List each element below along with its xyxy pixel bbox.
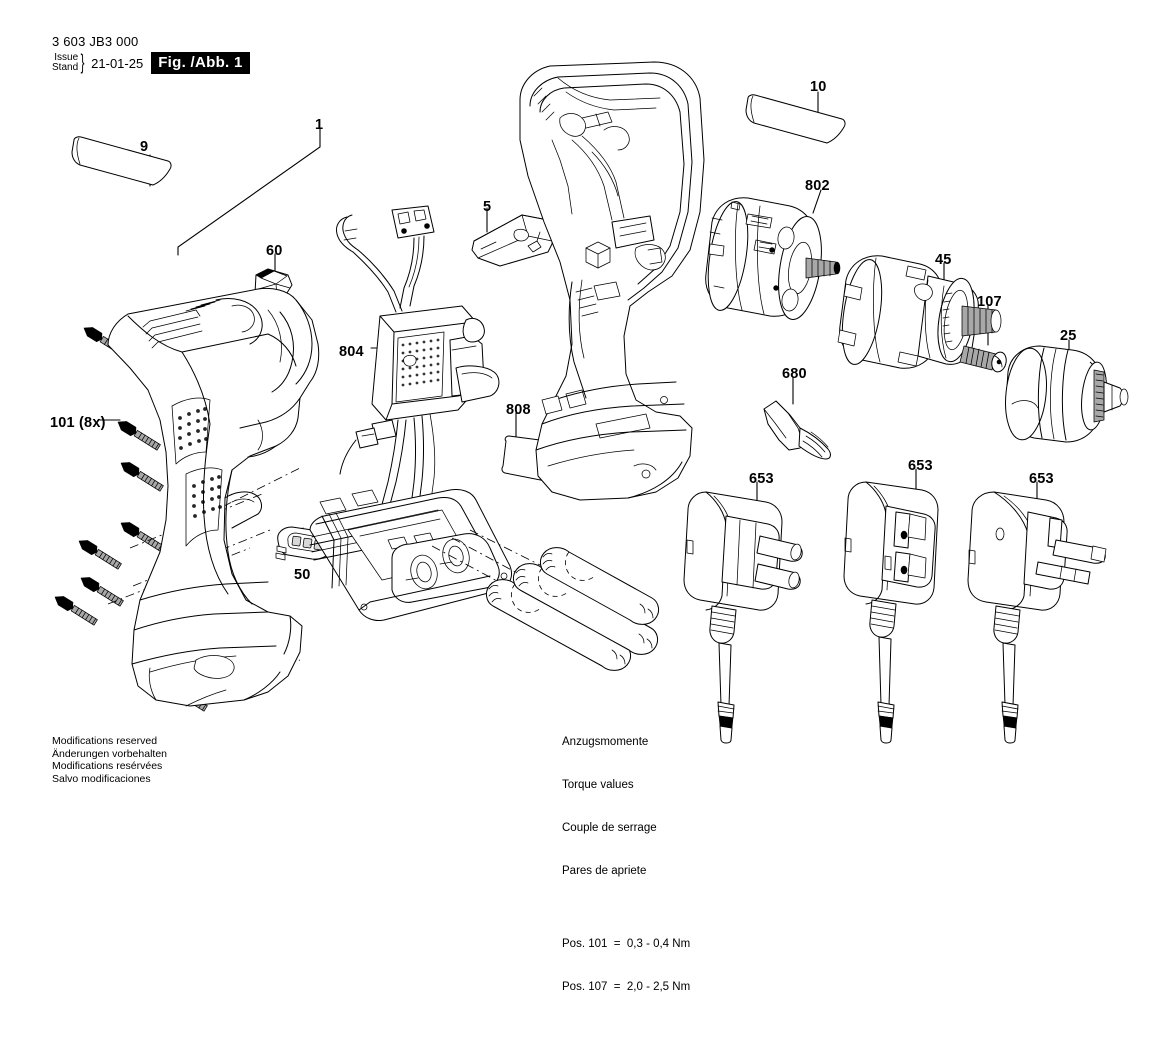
battery-pack-base — [310, 489, 512, 620]
label-1: 1 — [315, 117, 324, 133]
label-808: 808 — [506, 402, 531, 418]
issue-stand-labels: Issue Stand — [52, 51, 79, 74]
exploded-view-artwork — [0, 0, 1169, 826]
issue-label: Issue — [54, 51, 79, 63]
part-680-screwdriver-bit — [764, 401, 830, 459]
figure-badge: Fig. /Abb. 1 — [151, 52, 250, 74]
part-9-nameplate-strip — [72, 137, 171, 185]
part-107-chuck-screw — [960, 346, 1008, 373]
label-25: 25 — [1060, 328, 1077, 344]
label-802: 802 — [805, 178, 830, 194]
label-45: 45 — [935, 252, 952, 268]
title-block: 3 603 JB3 000 Issue Stand } 21-01-25 Fig… — [52, 34, 250, 74]
part-802-dc-motor — [702, 198, 840, 323]
diagram-sheet: 3 603 JB3 000 Issue Stand } 21-01-25 Fig… — [0, 0, 1169, 993]
torque-heading-en: Torque values — [562, 779, 634, 792]
torque-row-101: Pos. 101 = 0,3 - 0,4 Nm — [562, 937, 691, 950]
part-804-electronics-module — [336, 206, 498, 514]
battery-cells — [432, 530, 659, 670]
revision-date: 21-01-25 — [91, 55, 144, 71]
part-653-charger-us — [844, 482, 938, 743]
label-5: 5 — [483, 199, 492, 215]
torque-heading-es: Pares de apriete — [562, 865, 647, 878]
label-101: 101 (8x) — [50, 415, 106, 431]
part-5-direction-switch — [472, 215, 554, 266]
part-653-charger-eu — [684, 492, 803, 743]
label-10: 10 — [810, 79, 827, 95]
label-50: 50 — [294, 567, 311, 583]
label-804: 804 — [339, 344, 364, 360]
part-number: 3 603 JB3 000 — [52, 34, 139, 49]
label-653-eu: 653 — [749, 471, 774, 487]
brace-glyph: } — [80, 51, 85, 74]
part-25-drill-chuck — [1001, 346, 1128, 442]
torque-heading-de: Anzugsmomente — [562, 735, 649, 748]
stand-label: Stand — [52, 62, 79, 73]
label-653-uk: 653 — [1029, 471, 1054, 487]
housing-half-shell-right-inner — [520, 62, 704, 500]
modifications-notice: Modifications reserved Änderungen vorbeh… — [52, 735, 168, 785]
part-10-nameplate-strip — [746, 95, 845, 143]
part-653-charger-uk — [968, 492, 1106, 743]
label-107: 107 — [977, 294, 1002, 310]
label-60: 60 — [266, 243, 283, 259]
label-9: 9 — [140, 139, 149, 155]
label-680: 680 — [782, 366, 807, 382]
torque-row-107: Pos. 107 = 2,0 - 2,5 Nm — [562, 980, 691, 993]
part-45-gearbox — [836, 256, 1001, 369]
part-1-housing-half-shell-left — [108, 288, 319, 706]
label-653-us: 653 — [908, 458, 933, 474]
